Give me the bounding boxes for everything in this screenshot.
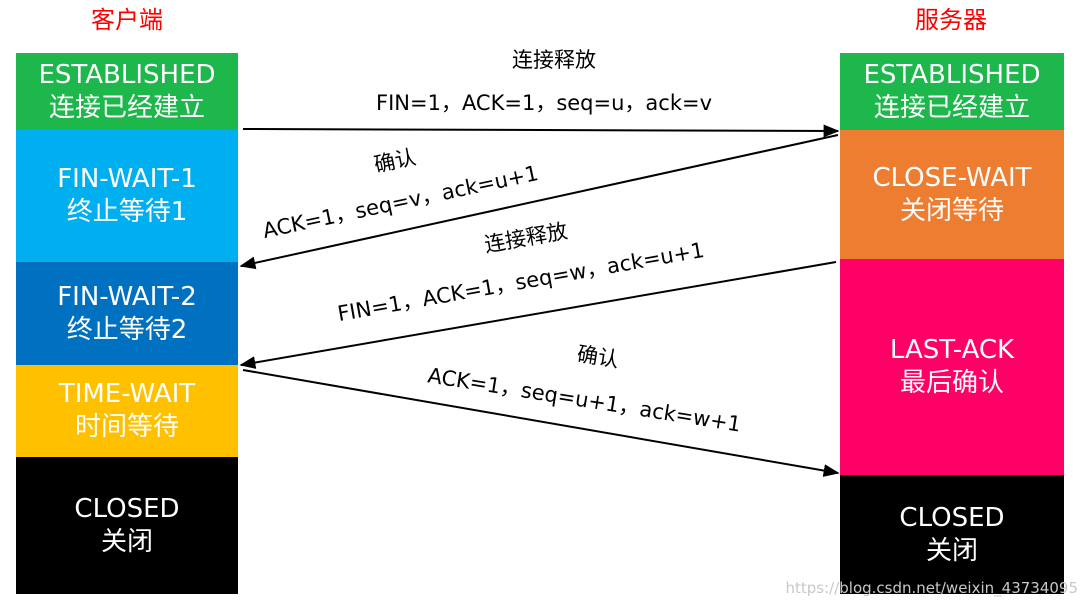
state-name: TIME-WAIT — [58, 379, 196, 409]
state-desc: 连接已经建立 — [48, 92, 205, 123]
state-desc: 连接已经建立 — [873, 92, 1030, 123]
client-state-time-wait: TIME-WAIT 时间等待 — [16, 365, 238, 457]
server-title: 服务器 — [915, 6, 987, 34]
msg1-title: 连接释放 — [512, 48, 596, 72]
state-name: CLOSED — [899, 502, 1005, 533]
client-title: 客户端 — [91, 6, 163, 34]
client-state-established: ESTABLISHED 连接已经建立 — [16, 53, 238, 130]
server-state-established: ESTABLISHED 连接已经建立 — [840, 53, 1064, 130]
state-desc: 关闭 — [100, 526, 153, 557]
state-name: CLOSE-WAIT — [872, 162, 1032, 193]
state-desc: 关闭等待 — [899, 195, 1004, 226]
state-name: FIN-WAIT-2 — [57, 281, 197, 312]
state-desc: 终止等待1 — [66, 197, 188, 227]
state-desc: 终止等待2 — [66, 314, 188, 345]
state-desc: 最后确认 — [899, 368, 1004, 398]
arrow-fin-server-to-client — [239, 261, 837, 369]
state-desc: 关闭 — [925, 535, 978, 566]
arrow-ack-client-to-server — [242, 369, 840, 477]
arrow-fin-client-to-server — [242, 124, 840, 138]
state-desc: 时间等待 — [74, 412, 179, 442]
server-state-close-wait: CLOSE-WAIT 关闭等待 — [840, 130, 1064, 259]
state-name: CLOSED — [74, 493, 180, 524]
server-state-closed: CLOSED 关闭 — [840, 475, 1064, 594]
client-state-closed: CLOSED 关闭 — [16, 457, 238, 594]
state-name: ESTABLISHED — [863, 59, 1041, 90]
server-state-last-ack: LAST-ACK 最后确认 — [840, 259, 1064, 475]
state-name: FIN-WAIT-1 — [57, 164, 197, 194]
client-state-fin-wait-2: FIN-WAIT-2 终止等待2 — [16, 262, 238, 365]
msg1-detail: FIN=1，ACK=1，seq=u，ack=v — [376, 91, 713, 115]
state-name: ESTABLISHED — [38, 59, 216, 90]
arrow-ack-server-to-client — [239, 134, 839, 270]
state-name: LAST-ACK — [889, 335, 1015, 365]
client-state-fin-wait-1: FIN-WAIT-1 终止等待1 — [16, 130, 238, 262]
watermark: https://blog.csdn.net/weixin_43734095 — [785, 579, 1078, 597]
